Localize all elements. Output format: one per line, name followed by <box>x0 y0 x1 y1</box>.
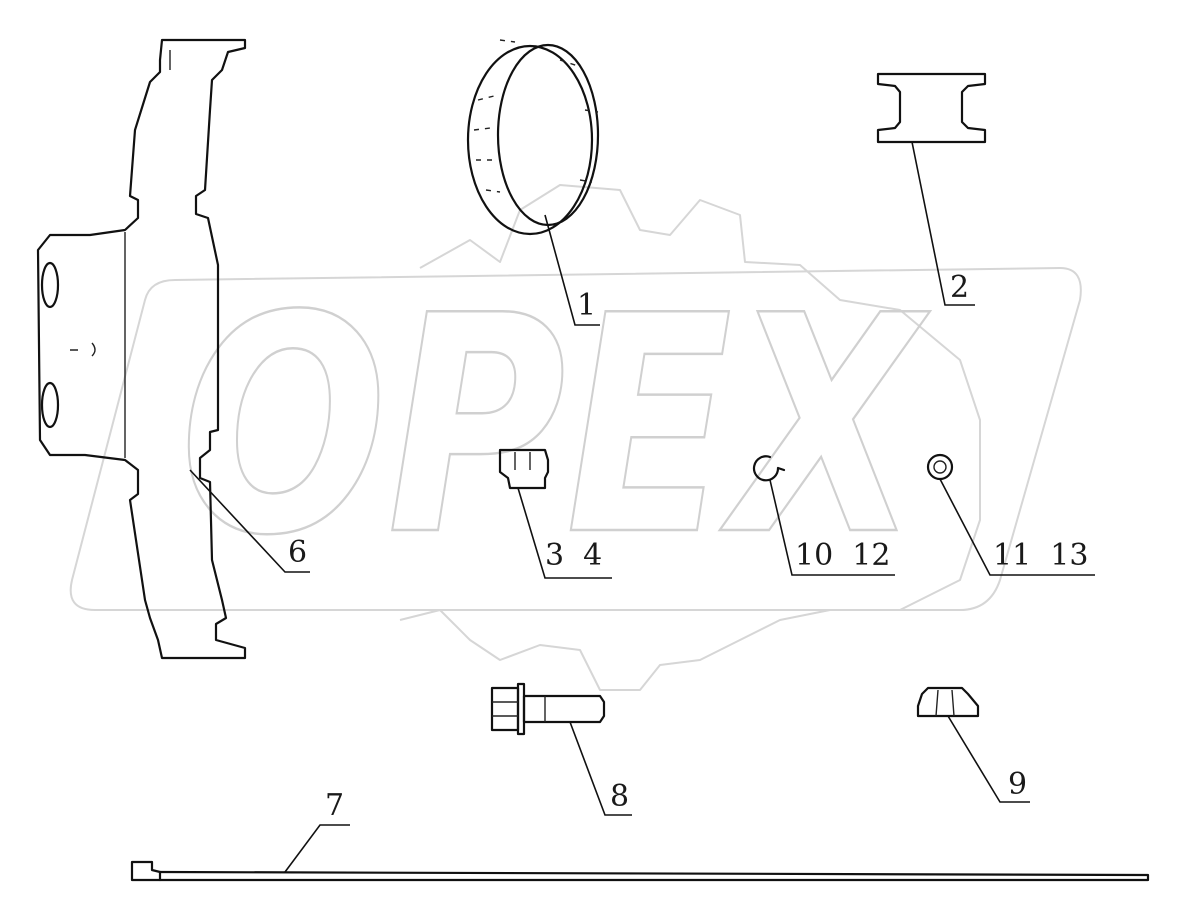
hex-nut-outline <box>916 686 980 718</box>
washer-part <box>926 453 954 481</box>
cable-tie-part <box>130 860 1150 882</box>
flange-nut-part <box>498 448 550 490</box>
callout-label-1: 1 <box>577 288 596 323</box>
bracket-hole-upper <box>40 261 60 309</box>
callout-label-10-12: 10 12 <box>795 538 890 573</box>
callout-label-3-4: 3 4 <box>545 538 602 573</box>
hex-nut-flats <box>935 689 955 717</box>
bolt-details <box>492 696 546 722</box>
cable-tie-head <box>130 860 162 882</box>
leader-lines <box>189 141 1095 873</box>
leader-8 <box>569 721 632 816</box>
leader-1 <box>544 214 600 326</box>
leader-7 <box>284 824 350 873</box>
callout-label-6: 6 <box>288 535 307 570</box>
bracket-marking <box>70 342 96 357</box>
leader-10-12 <box>769 479 895 576</box>
spacer-outline <box>876 72 987 144</box>
toothed-ring-part <box>466 39 600 236</box>
spacer-part <box>876 72 987 144</box>
callout-label-11-13: 11 13 <box>993 538 1088 573</box>
callout-label-2: 2 <box>950 270 969 305</box>
watermark-text: OPEX <box>180 252 930 601</box>
hex-nut-part <box>916 686 980 718</box>
cable-tie-strap <box>158 870 1150 882</box>
ring-teeth <box>473 39 599 193</box>
bolt-flange <box>516 682 526 736</box>
ring-inner-edge <box>496 43 600 227</box>
bracket-fold-line <box>124 50 171 458</box>
washer-outer <box>926 453 954 481</box>
watermark-frame <box>69 267 1082 611</box>
bracket-hole-lower <box>40 381 60 429</box>
nut-flats <box>514 452 531 470</box>
circlip-part <box>752 455 786 482</box>
callout-label-8: 8 <box>610 779 629 814</box>
flange-nut-outline <box>498 448 550 490</box>
washer-inner <box>933 460 947 474</box>
circlip-outline <box>752 455 786 482</box>
watermark: OPEX <box>69 184 1082 691</box>
bracket-outline <box>36 38 247 660</box>
bracket-plate-part <box>36 38 247 660</box>
bolt-head <box>490 686 520 732</box>
leader-9 <box>947 715 1030 803</box>
watermark-gear-outline <box>399 184 981 691</box>
callout-labels: 1 2 3 4 6 7 8 9 10 12 11 13 <box>288 270 1088 823</box>
callout-label-7: 7 <box>325 788 344 823</box>
bolt-shank <box>522 694 606 724</box>
leader-6 <box>189 469 310 573</box>
flange-bolt-part <box>490 682 606 736</box>
callout-label-9: 9 <box>1008 767 1027 802</box>
leader-11-13 <box>939 478 1095 576</box>
leader-2 <box>911 141 975 306</box>
ring-outer-edge <box>466 44 594 236</box>
leader-3-4 <box>517 487 612 579</box>
